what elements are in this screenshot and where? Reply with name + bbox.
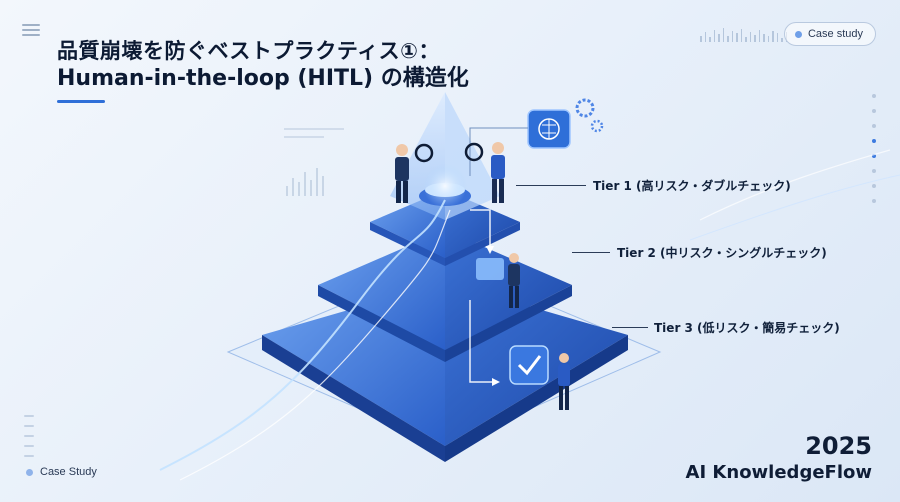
title-line-1: 品質崩壊を防ぐベストプラクティス①： xyxy=(57,39,440,63)
footer-dot-icon xyxy=(26,468,33,476)
flow-stream-3 xyxy=(699,149,891,221)
brand-name: AI KnowledgeFlow xyxy=(685,462,872,483)
title-underline xyxy=(57,100,105,103)
reviewer-person-1 xyxy=(395,143,434,203)
flow-arrow-2-head xyxy=(492,378,500,386)
tier1-label: Tier 1 (高リスク・ダブルチェック) xyxy=(593,179,791,193)
case-study-badge-label: Case study xyxy=(807,28,863,40)
flow-arrow-1-head xyxy=(486,246,494,254)
reviewer-person-2 xyxy=(464,142,505,203)
case-study-footer-label: Case Study xyxy=(40,466,97,478)
page-title: 品質崩壊を防ぐベストプラクティス①： Human-in-the-loop (HI… xyxy=(57,38,469,94)
case-study-badge[interactable]: Case study xyxy=(783,22,876,46)
flow-stream-1 xyxy=(159,199,446,471)
reviewer-person-3 xyxy=(476,253,520,308)
tier2-right-side xyxy=(445,285,572,362)
tier2-leader-line xyxy=(572,252,610,253)
tier3-right-side xyxy=(445,335,628,462)
document-panel xyxy=(476,258,504,280)
magnifier-icon-1 xyxy=(414,143,434,163)
menu-icon[interactable] xyxy=(22,24,40,36)
flow-stream-2 xyxy=(179,209,451,481)
tier2-label: Tier 2 (中リスク・シングルチェック) xyxy=(617,246,827,260)
tier1-left-side xyxy=(370,222,445,266)
tier1-right-side xyxy=(445,222,520,266)
reviewer-person-4 xyxy=(509,345,570,410)
flow-arrow-1 xyxy=(470,209,491,248)
decorative-dots xyxy=(872,94,876,203)
magnifier-icon-2 xyxy=(464,142,484,162)
flow-arrow-2 xyxy=(469,300,494,383)
tier3-left-side xyxy=(262,335,445,462)
tier2-left-face xyxy=(318,230,445,350)
tier3-label: Tier 3 (低リスク・簡易チェック) xyxy=(654,321,840,335)
decorative-lines xyxy=(24,415,34,457)
tier1-leader-line xyxy=(516,185,586,186)
tier3-leader-line xyxy=(612,327,648,328)
badge-dot-icon xyxy=(794,30,802,38)
title-line-2: Human-in-the-loop (HITL) の構造化 xyxy=(57,66,469,91)
case-study-footer: Case Study xyxy=(26,466,97,478)
gear-icon xyxy=(575,98,595,118)
tier2-left-side xyxy=(318,285,445,362)
checkmark-icon xyxy=(509,345,549,385)
gear-icon-small xyxy=(590,119,604,133)
flow-stream-4 xyxy=(689,174,900,241)
year-label: 2025 xyxy=(805,432,872,460)
decorative-mini-chart xyxy=(284,128,344,196)
pedestal-glow xyxy=(423,164,467,208)
